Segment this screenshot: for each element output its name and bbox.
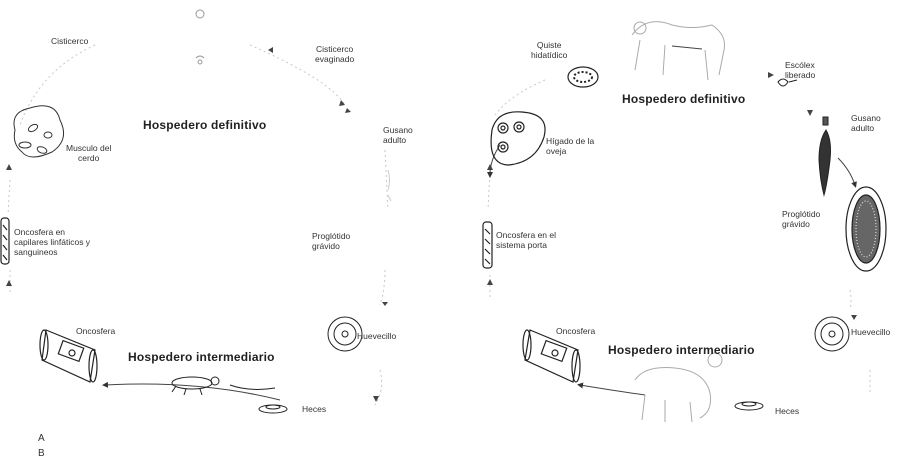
panel-b-label-quiste-hidatidico: Quiste hidatídico (531, 40, 567, 60)
sheep-icon (635, 353, 722, 422)
panel-a-intermediate-host-heading: Hospedero intermediario (128, 350, 275, 364)
egg-icon (815, 317, 849, 351)
panel-b-label-huevecillo: Huevecillo (851, 327, 890, 337)
panel-b-intermediate-host-heading: Hospedero intermediario (608, 343, 755, 357)
panel-a-label-oncosfera-capilares: Oncosfera en capilares linfáticos y sang… (14, 227, 90, 257)
adult-worm-icon (819, 117, 831, 195)
panel-b-arrowheads (487, 72, 857, 320)
arrowhead (345, 108, 351, 113)
panel-a-label-cisticerco-evaginado: Cisticerco evaginado (315, 44, 354, 64)
panel-b-label-oncosfera-portal: Oncosfera en el sistema porta (496, 230, 556, 250)
oncosphere-vessel-icon (523, 330, 580, 382)
arrowhead (268, 47, 273, 53)
panel-b-label-oncosfera: Oncosfera (556, 326, 595, 336)
panel-b-adult-arc (838, 158, 855, 185)
arrowhead (807, 110, 813, 116)
capillary-icon (1, 218, 9, 264)
arrowhead (373, 396, 379, 402)
panel-a-label-musculo-cerdo: Musculo del cerdo (66, 143, 111, 163)
scolex-icon (778, 79, 797, 86)
panel-a-label-huevecillo: Huevecillo (357, 331, 396, 341)
gravid-proglottid-icon (846, 187, 886, 271)
faint-figures (388, 170, 391, 201)
arrowhead (382, 302, 388, 306)
arrowhead (851, 315, 857, 320)
panel-letter-b: B (38, 448, 45, 459)
panel-a-arrowheads (6, 47, 388, 402)
panel-a-label-oncosfera: Oncosfera (76, 326, 115, 336)
arrowhead (487, 279, 493, 285)
portal-vessel-icon (483, 222, 492, 268)
panel-b-feces-arc (580, 385, 645, 395)
feces-icon (259, 405, 287, 413)
arrowhead (487, 164, 493, 170)
panel-a-label-cisticerco: Cisticerco (51, 36, 88, 46)
feces-icon (735, 402, 763, 410)
dog-icon (632, 22, 725, 80)
panel-a-feces-arc (105, 384, 280, 400)
panel-a-label-proglotido: Proglótido grávido (312, 231, 350, 251)
panel-a-label-gusano-adulto: Gusano adulto (383, 125, 413, 145)
arrowhead (768, 72, 774, 78)
cysticercus-icon (196, 10, 204, 64)
oncosphere-vessel-icon (40, 330, 97, 382)
panel-a-label-heces: Heces (302, 404, 326, 414)
sheep-liver-icon (491, 112, 545, 165)
panel-letter-a: A (38, 433, 45, 444)
panel-b-definitive-host-heading: Hospedero definitivo (622, 92, 745, 106)
panel-b-label-escolex: Escólex liberado (785, 60, 815, 80)
panel-a-definitive-host-heading: Hospedero definitivo (143, 118, 266, 132)
arrowhead (6, 280, 12, 286)
panel-b-label-heces: Heces (775, 406, 799, 416)
pig-muscle-icon (14, 106, 64, 157)
hydatid-cyst-icon (568, 67, 598, 87)
panel-b-label-gusano-adulto: Gusano adulto (851, 113, 881, 133)
panel-b-label-proglotido: Proglótido grávido (782, 209, 820, 229)
panel-b-label-higado: Hígado de la oveja (546, 136, 594, 156)
arrowhead (6, 164, 12, 170)
panel-b-cycle (483, 22, 886, 422)
